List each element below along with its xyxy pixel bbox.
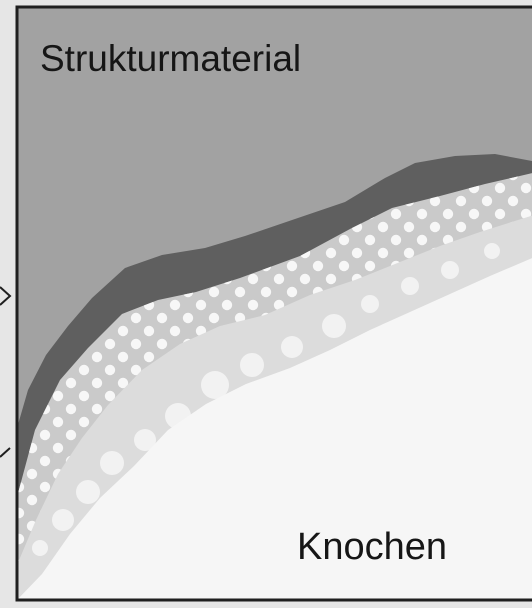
outer-tick-bottom (0, 448, 10, 457)
structure-material-label: Strukturmaterial (40, 40, 301, 77)
bone-label: Knochen (297, 528, 447, 566)
outer-tick-top (0, 287, 10, 305)
